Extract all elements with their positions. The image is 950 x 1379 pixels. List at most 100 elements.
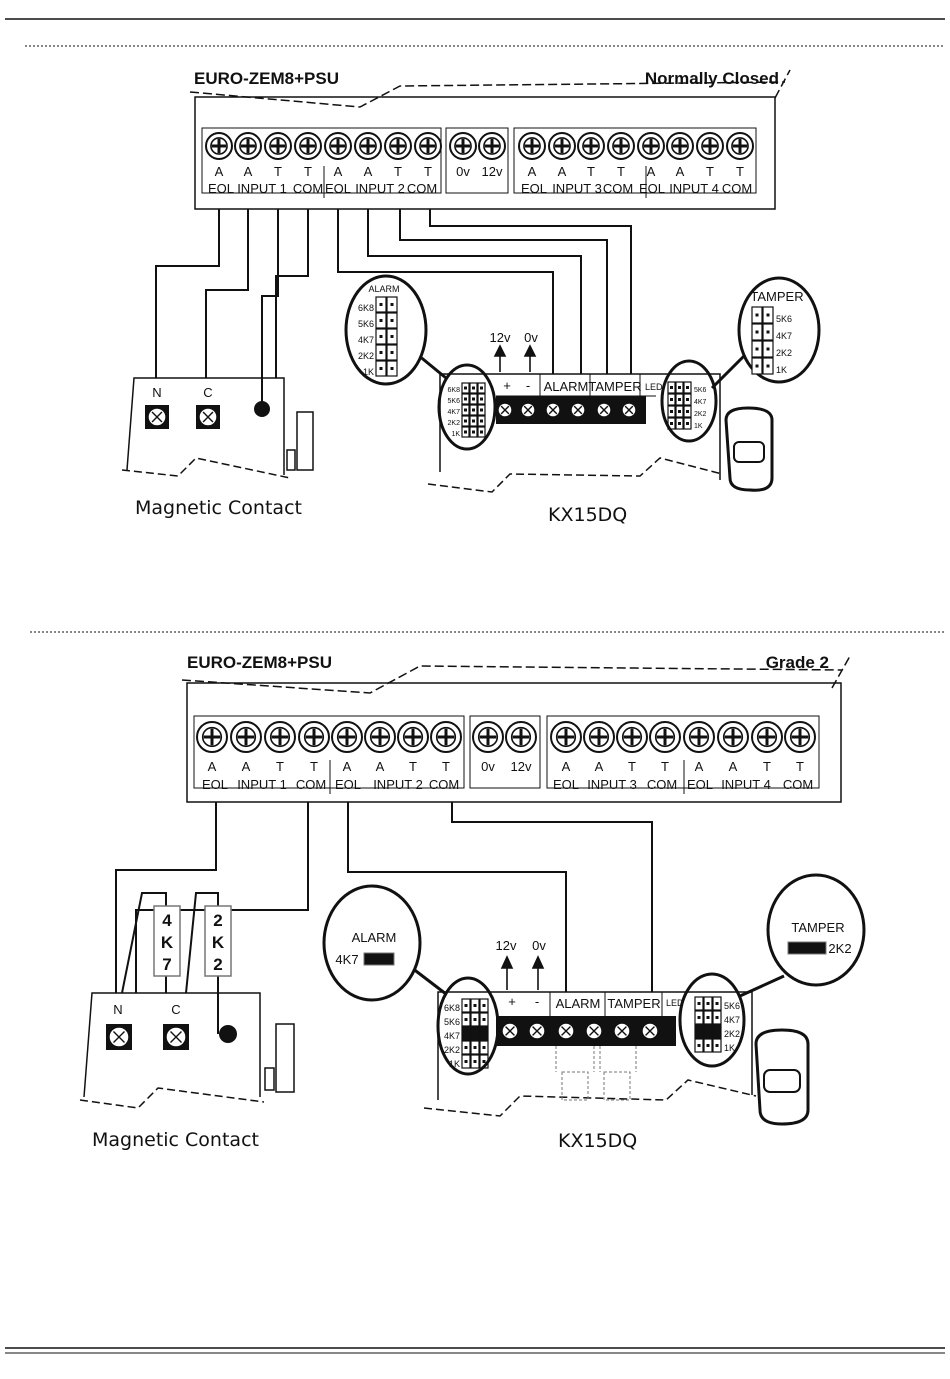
- terminal-screw: [430, 721, 462, 753]
- terminal-letter: A: [528, 164, 537, 179]
- detector-name: KX15DQ: [548, 504, 627, 526]
- terminal-group-label: COM: [603, 181, 633, 196]
- contact-name: Magnetic Contact: [135, 497, 302, 519]
- terminal-letter: T: [706, 164, 714, 179]
- terminal-screw: [414, 132, 442, 160]
- jumper-label: 2K2: [448, 420, 461, 427]
- alarm-jumper-icon: [363, 952, 395, 966]
- board-alarm-highlight: [437, 363, 497, 451]
- board-tamper-highlight: [660, 359, 718, 443]
- detector-screw: [545, 402, 561, 418]
- detector-terminal-tamper: TAMPER: [607, 996, 660, 1011]
- terminal-letter: A: [595, 759, 604, 774]
- terminal-screw: [196, 721, 228, 753]
- terminal-screw: [550, 721, 582, 753]
- terminal-letter: T: [763, 759, 771, 774]
- wire-junction-dot: [254, 401, 270, 417]
- terminal-letter: A: [562, 759, 571, 774]
- terminal-screw: [472, 721, 504, 753]
- detector-name: KX15DQ: [558, 1130, 637, 1152]
- terminal-screw: [683, 721, 715, 753]
- terminal-letter: T: [304, 164, 312, 179]
- mode-label: Normally Closed: [645, 69, 779, 88]
- detector-terminal-plus: +: [503, 378, 511, 393]
- power-arrows: [493, 344, 537, 372]
- jumper-label: 6K8: [444, 1003, 460, 1013]
- detector-screw: [501, 1022, 519, 1040]
- jumper-label: 1K: [363, 367, 374, 377]
- contact-body: [83, 992, 261, 1098]
- jumper-label: 5K6: [724, 1001, 740, 1011]
- alarm-zoom-value: 4K7: [335, 952, 358, 967]
- terminal-letter: A: [695, 759, 704, 774]
- terminal-letter: A: [334, 164, 343, 179]
- detector-screw: [585, 1022, 603, 1040]
- terminal-letter: 12v: [511, 759, 532, 774]
- terminal-screw: [616, 721, 648, 753]
- contact-terminal-c: C: [203, 385, 212, 400]
- wire-junction-dot: [219, 1025, 237, 1043]
- terminal-group-label: COM: [722, 181, 752, 196]
- jumper-label: 4K7: [358, 335, 374, 345]
- jumper-label: 5K6: [444, 1017, 460, 1027]
- alarm-zoom-title: ALARM: [352, 930, 397, 945]
- panel-name: EURO-ZEM8+PSU: [187, 653, 332, 672]
- terminal-block-power: [469, 715, 541, 789]
- jumper-pin: [694, 1024, 704, 1039]
- resistor-4k7: [153, 905, 181, 977]
- terminal-screw: [234, 132, 262, 160]
- detector-terminal-alarm: ALARM: [556, 996, 601, 1011]
- wiring: [155, 209, 632, 408]
- terminal-letter: A: [215, 164, 224, 179]
- jumper-label: 2K2: [694, 411, 707, 418]
- terminal-screw: [354, 132, 382, 160]
- terminal-screw: [331, 721, 363, 753]
- detector-screw: [570, 402, 586, 418]
- jumper-pin: [703, 1024, 713, 1039]
- tamper-zoom-title: TAMPER: [791, 920, 844, 935]
- contact-screw: [106, 1024, 132, 1050]
- terminal-group-label: EOL: [521, 181, 547, 196]
- terminal-group-label: COM: [407, 181, 437, 196]
- contact-screw: [145, 405, 169, 429]
- detector-screw: [613, 1022, 631, 1040]
- reed-switch-icon: [264, 1067, 275, 1091]
- terminal-screw: [696, 132, 724, 160]
- contact-screw: [196, 405, 220, 429]
- tamper-zoom-title: TAMPER: [750, 289, 803, 304]
- tamper-zoom-value: 2K2: [828, 941, 851, 956]
- jumper-label: 2K2: [724, 1029, 740, 1039]
- terminal-letter: T: [628, 759, 636, 774]
- terminal-screw: [577, 132, 605, 160]
- magnet-icon: [296, 411, 314, 471]
- terminal-group-label: COM: [429, 777, 459, 792]
- alarm-zoom-circle: [322, 884, 422, 1002]
- terminal-group-label: INPUT 4: [669, 181, 719, 196]
- terminal-screw: [717, 721, 749, 753]
- contact-terminal-c: C: [171, 1002, 180, 1017]
- detector-terminal-led: LED: [666, 998, 684, 1008]
- contact-break-line: [121, 457, 291, 479]
- jumper-label: 2K2: [444, 1045, 460, 1055]
- wiring: [115, 802, 653, 1034]
- terminal-group-label: INPUT 1: [237, 777, 287, 792]
- jumper-pin: [461, 1026, 471, 1041]
- panel-name: EURO-ZEM8+PSU: [194, 69, 339, 88]
- terminal-group-label: EOL: [208, 181, 234, 196]
- jumper-label: 5K6: [358, 319, 374, 329]
- terminal-letter: A: [244, 164, 253, 179]
- jumper-label: 6K8: [358, 303, 374, 313]
- board-tamper-highlight: [678, 972, 746, 1068]
- panel-board: [194, 96, 776, 210]
- terminal-letter: A: [729, 759, 738, 774]
- jumper-label: 2K2: [776, 348, 792, 358]
- jumper-label: 5K6: [776, 314, 792, 324]
- jumper-pin: [470, 1026, 480, 1041]
- terminal-letter: T: [442, 759, 450, 774]
- contact-terminal-n: N: [152, 385, 161, 400]
- detector-terminal-minus: -: [526, 378, 530, 393]
- terminal-block-power: [445, 127, 509, 194]
